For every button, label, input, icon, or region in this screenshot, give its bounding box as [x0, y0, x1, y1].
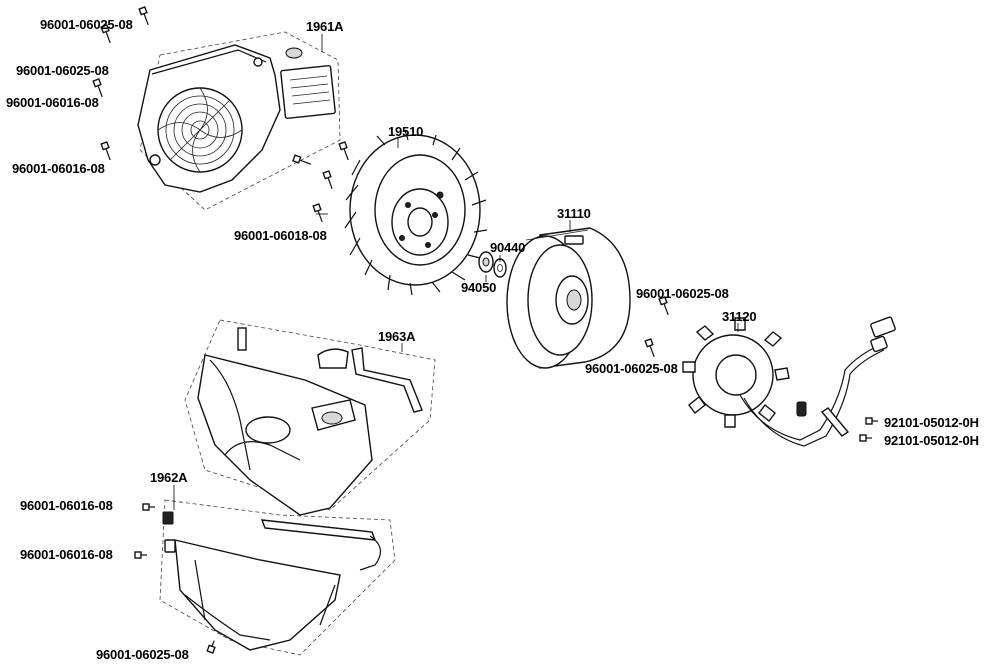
bolt-label-top2: 96001-06025-08 — [16, 63, 109, 78]
fan-cover — [137, 31, 341, 211]
shroud — [184, 319, 436, 516]
part-label-1961a: 1961A — [306, 19, 344, 34]
bolts — [92, 6, 878, 654]
stator — [682, 316, 896, 447]
bolt-label-stator2: 96001-06025-08 — [585, 361, 678, 376]
bolt-label-bottom2: 96001-06016-08 — [20, 547, 113, 562]
part-label-90440: 90440 — [490, 240, 526, 255]
bolt-label-top3: 96001-06016-08 — [6, 95, 99, 110]
part-label-1963a: 1963A — [378, 329, 416, 344]
bolt-label-flywheel: 96001-06018-08 — [234, 228, 327, 243]
part-label-31120: 31120 — [722, 309, 757, 324]
part-label-19510: 19510 — [388, 124, 424, 139]
nut-washer — [478, 251, 507, 278]
bolt-label-bottom1: 96001-06016-08 — [20, 498, 113, 513]
flywheel-fan — [344, 129, 488, 296]
bolt-label-top1: 96001-06025-08 — [40, 17, 133, 32]
part-label-31110: 31110 — [557, 206, 591, 221]
bolt-label-wire1: 92101-05012-0H — [884, 415, 979, 430]
bolt-label-wire2: 92101-05012-0H — [884, 433, 979, 448]
bolt-label-stator1: 96001-06025-08 — [636, 286, 729, 301]
bolt-label-bottom3: 96001-06025-08 — [96, 647, 189, 662]
magneto-rotor — [506, 227, 631, 369]
part-label-94050: 94050 — [461, 280, 497, 295]
lower-shroud — [159, 499, 396, 656]
part-label-1962a: 1962A — [150, 470, 188, 485]
leader-lines — [173, 34, 739, 510]
bolt-label-top4: 96001-06016-08 — [12, 161, 105, 176]
